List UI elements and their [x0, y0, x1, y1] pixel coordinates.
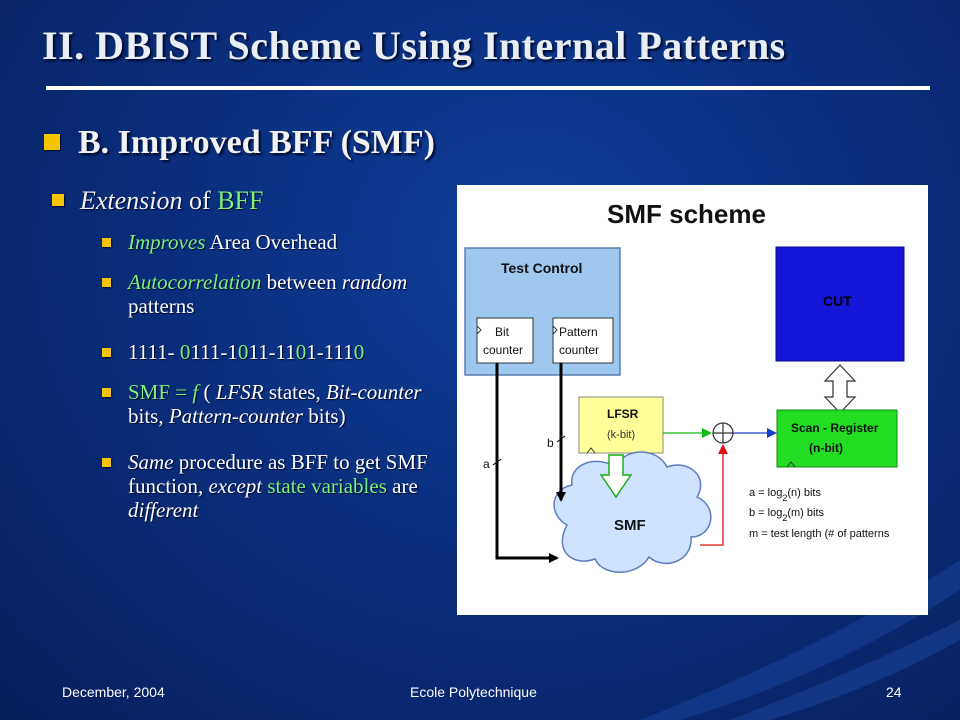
- legend-b-pre: b = log: [749, 507, 782, 519]
- bullet-2-em: Autocorrelation: [128, 270, 262, 294]
- b4-j: bits): [302, 404, 346, 428]
- smf-diagram: SMF scheme Test Control Bit counter Patt…: [464, 199, 905, 573]
- bullet-square-icon: [44, 134, 60, 151]
- subheading-part2: of: [182, 186, 218, 215]
- bullet-square-icon: [102, 388, 111, 397]
- legend-m: m = test length (# of patterns: [749, 528, 890, 540]
- scan-register-label-1: Scan - Register: [791, 421, 879, 435]
- bullet-3: 1111- 0111-1011-1101-1110: [102, 340, 442, 364]
- b4-h: bits,: [128, 404, 169, 428]
- b4-i: Pattern-counter: [168, 404, 303, 428]
- seq-d: 0: [237, 340, 249, 364]
- seq-b: 0: [179, 340, 191, 364]
- label-a: a: [483, 457, 490, 471]
- seq-a: 1111-: [128, 340, 180, 364]
- label-b: b: [547, 436, 554, 450]
- seq-h: 0: [353, 340, 365, 364]
- heading: B. Improved BFF (SMF): [44, 124, 435, 162]
- smf-cloud: [553, 451, 712, 573]
- legend-b: b = log2(m) bits: [749, 507, 825, 523]
- seq-g: 1-111: [306, 340, 354, 364]
- clock-icon: [552, 325, 558, 335]
- bullet-2-text2: patterns: [128, 294, 195, 318]
- b4-c: f: [192, 380, 199, 404]
- bullet-1: Improves Area Overhead: [102, 230, 442, 254]
- b-bus-tick: [556, 435, 566, 443]
- bullet-square-icon: [102, 348, 111, 357]
- bullet-square-icon: [102, 278, 111, 287]
- seq-c: 111-1: [190, 340, 238, 364]
- bullet-1-em: Improves: [128, 230, 206, 254]
- b4-a: SMF: [128, 380, 171, 404]
- bullet-4: SMF = f ( LFSR states, Bit-counter bits,…: [102, 380, 442, 428]
- bullet-square-icon: [102, 458, 111, 467]
- footer-page-number: 24: [886, 684, 902, 700]
- a-bus-tick: [492, 458, 502, 466]
- bullet-2-text: between: [261, 270, 342, 294]
- b5-g: different: [128, 498, 199, 522]
- legend-b-post: (m) bits: [787, 507, 824, 519]
- smf-to-xor-arrow: [700, 444, 728, 546]
- b5-a: Same: [128, 450, 174, 474]
- seq-f: 0: [295, 340, 307, 364]
- footer-center: Ecole Polytechnique: [410, 684, 537, 700]
- heading-text: B. Improved BFF (SMF): [78, 124, 435, 161]
- cut-label: CUT: [823, 293, 852, 309]
- test-control-label: Test Control: [501, 260, 582, 276]
- lfsr-sub-label: (k-bit): [607, 429, 635, 441]
- figure-title: SMF scheme: [607, 199, 766, 229]
- smf-scheme-figure: SMF scheme Test Control Bit counter Patt…: [457, 185, 928, 615]
- scan-register-label-2: (n-bit): [809, 441, 843, 455]
- bidirectional-arrow-icon: [823, 364, 857, 414]
- bullet-1-text: Area Overhead: [205, 230, 338, 254]
- bit-counter-block: [476, 317, 534, 364]
- title-underline: [46, 86, 930, 90]
- clock-icon: [476, 325, 482, 335]
- b5-b: procedure as BFF to get SMF function,: [128, 450, 428, 498]
- b5-c: except: [208, 474, 263, 498]
- slide-title: II. DBIST Scheme Using Internal Patterns: [42, 23, 786, 68]
- b5-e: state variables: [267, 474, 387, 498]
- bullet-2: Autocorrelation between random patterns: [102, 270, 442, 318]
- lfsr-label: LFSR: [607, 407, 639, 421]
- bit-counter-label-2: counter: [483, 343, 523, 357]
- bullet-square-icon: [52, 194, 64, 207]
- legend-a: a = log2(n) bits: [749, 487, 821, 503]
- subheading: Extension of BFF: [52, 186, 263, 216]
- legend-b-sub: 2: [782, 513, 787, 523]
- pattern-counter-label-1: Pattern: [559, 325, 598, 339]
- clock-icon: [786, 461, 796, 468]
- subheading-part3: BFF: [217, 186, 264, 215]
- lfsr-to-smf-arrow: [599, 454, 633, 499]
- b4-e: LFSR: [215, 380, 264, 404]
- scan-register-block: [776, 409, 898, 468]
- lfsr-block: [578, 396, 664, 454]
- bit-counter-label-1: Bit: [495, 325, 510, 339]
- footer-date: December, 2004: [62, 684, 165, 700]
- b4-f: states,: [263, 380, 326, 404]
- legend-a-pre: a = log: [749, 487, 782, 499]
- seq-e: 11-11: [248, 340, 296, 364]
- pattern-counter-label-2: counter: [559, 343, 599, 357]
- cut-block: [775, 246, 905, 362]
- legend-a-sub: 2: [782, 493, 787, 503]
- a-signal-arrow: [495, 363, 559, 563]
- pattern-counter-block: [552, 317, 614, 364]
- b4-d: (: [198, 380, 216, 404]
- subheading-part1: Extension: [80, 186, 183, 215]
- smf-label: SMF: [614, 517, 646, 534]
- legend-a-post: (n) bits: [787, 487, 821, 499]
- b4-g: Bit-counter: [325, 380, 422, 404]
- b5-f: are: [386, 474, 418, 498]
- bullet-2-em2: random: [341, 270, 408, 294]
- b4-b: =: [170, 380, 193, 404]
- bullet-5: Same procedure as BFF to get SMF functio…: [102, 450, 442, 522]
- bullet-square-icon: [102, 238, 111, 247]
- clock-icon: [586, 447, 596, 454]
